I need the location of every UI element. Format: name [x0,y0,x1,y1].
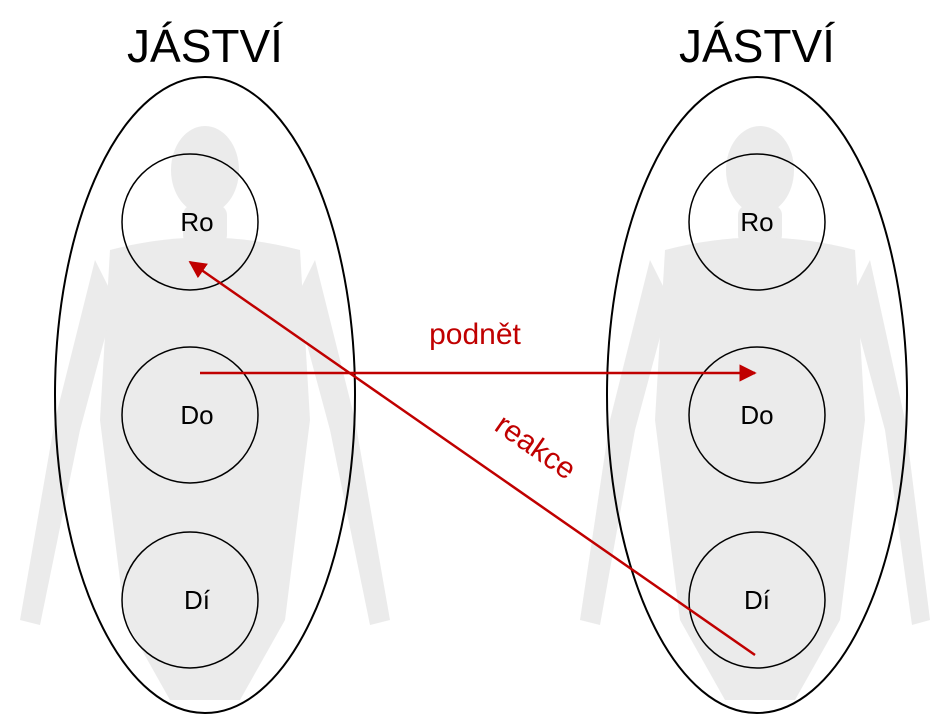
right-parent-circle [688,153,826,291]
right-parent-label: Ro [740,207,773,237]
left-parent-label: Ro [180,207,213,237]
left-child-label: Dí [184,585,211,615]
left-adult-label: Do [180,400,213,430]
left-child-circle [121,531,259,669]
right-child-label: Dí [744,585,771,615]
right-adult-circle [688,346,826,484]
stimulus-label: podnět [429,318,521,351]
left-parent-circle [121,153,259,291]
right-child-circle [688,531,826,669]
left-title: JÁSTVÍ [127,20,283,72]
left-adult-circle [121,346,259,484]
right-self-oval [606,76,908,714]
response-arrow [188,260,756,657]
response-label: reakce [489,408,582,486]
left-self-oval [54,76,356,714]
right-silhouette-icon [580,126,930,700]
right-title: JÁSTVÍ [679,20,835,72]
right-adult-label: Do [740,400,773,430]
